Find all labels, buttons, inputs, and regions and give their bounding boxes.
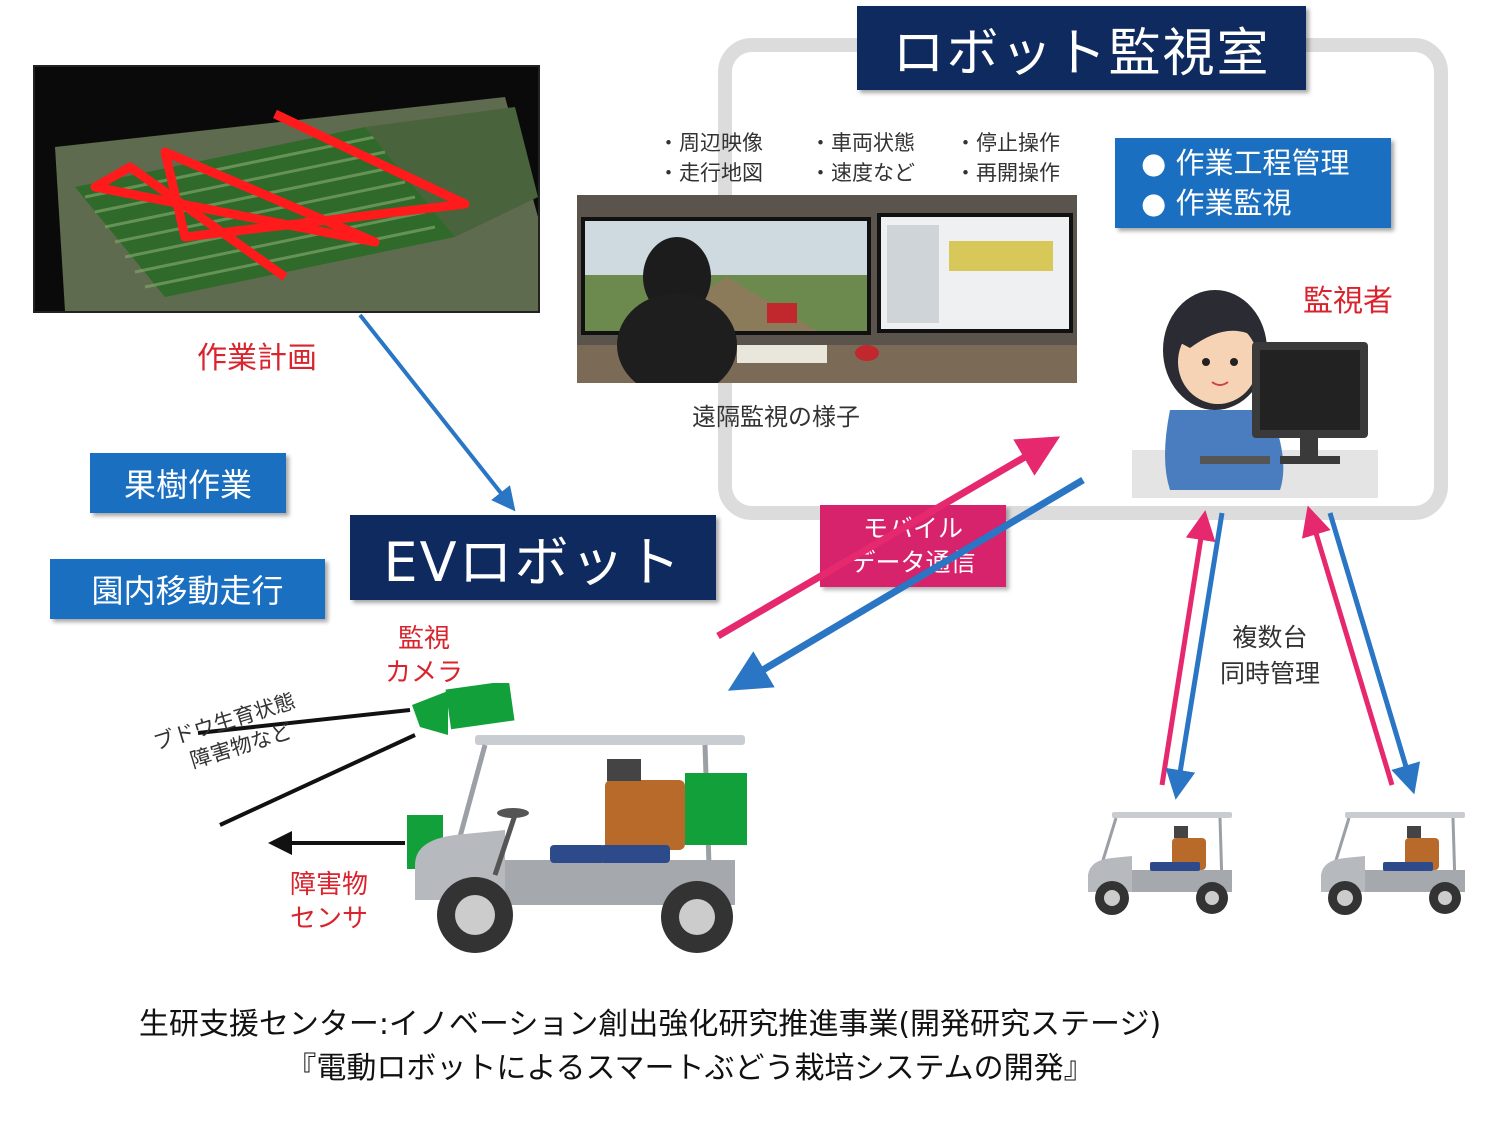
task-fruit-work: 果樹作業: [90, 453, 286, 513]
ev-robot-vehicle: [407, 735, 747, 953]
monitor-item: ・速度など: [810, 161, 915, 185]
footer-project-title: 生研支援センター:イノベーション創出強化研究推進事業(開発研究ステージ) 『電動…: [0, 1003, 1500, 1091]
sensor-label: 障害物 センサ: [290, 868, 368, 936]
footer-line2: 『電動ロボットによるスマートぶどう栽培システムの開発』: [286, 1051, 1094, 1086]
footer-line1: 生研支援センター:イノベーション創出強化研究推進事業(開発研究ステージ): [138, 1007, 1162, 1042]
sensor-line2: センサ: [290, 904, 369, 934]
room-to-robot-arrow: [727, 476, 1085, 691]
multi-unit-label: 複数台 同時管理: [1220, 620, 1320, 692]
view-line-lower: [219, 733, 416, 827]
ev-robot-unit-2: [1088, 812, 1232, 915]
monitor-person-label: 監視者: [1303, 284, 1393, 319]
monitor-item: ・走行地図: [658, 161, 763, 185]
remote-monitoring-photo: [577, 195, 1077, 383]
camera-icon: [412, 683, 515, 735]
robot3-up-arrow: [1301, 505, 1395, 786]
robot2-up-arrow: [1159, 510, 1216, 786]
multi-line1: 複数台: [1232, 623, 1308, 652]
work-plan-aerial-image: [33, 65, 540, 313]
remote-monitoring-photo-illustration: [577, 195, 1077, 383]
ev-robot-unit-3: [1321, 812, 1465, 915]
monitor-item: ・車両状態: [810, 131, 915, 155]
work-plan-caption: 作業計画: [197, 341, 317, 376]
robot-to-room-arrow: [716, 436, 1061, 640]
monitor-room-title: ロボット監視室: [857, 6, 1306, 90]
aerial-field-illustration: [35, 67, 538, 311]
camera-line1: 監視: [398, 624, 451, 654]
task-orchard-travel: 園内移動走行: [50, 559, 325, 619]
camera-line2: カメラ: [385, 658, 464, 688]
management-item-process: ● 作業工程管理: [1141, 146, 1350, 180]
monitor-items-col3: ・停止操作 ・再開操作: [955, 128, 1060, 188]
management-item-monitor: ● 作業監視: [1141, 186, 1292, 220]
plan-to-robot-arrow: [358, 313, 516, 512]
monitor-item: ・再開操作: [955, 161, 1060, 185]
monitor-items-col1: ・周辺映像 ・走行地図: [658, 128, 763, 188]
monitor-person-illustration: [1132, 290, 1378, 498]
view-line-upper: [197, 708, 411, 735]
monitor-item: ・周辺映像: [658, 131, 763, 155]
camera-label: 監視 カメラ: [385, 622, 463, 690]
sensor-line1: 障害物: [290, 870, 369, 900]
multi-line2: 同時管理: [1220, 659, 1321, 688]
robot2-down-arrow: [1165, 512, 1225, 800]
robot3-down-arrow: [1327, 512, 1421, 795]
monitor-item: ・停止操作: [955, 131, 1060, 155]
management-box: ● 作業工程管理 ● 作業監視: [1115, 138, 1391, 228]
remote-photo-caption: 遠隔監視の様子: [692, 403, 860, 431]
ev-robot-title: EVロボット: [350, 515, 716, 600]
monitor-items-col2: ・車両状態 ・速度など: [810, 128, 915, 188]
